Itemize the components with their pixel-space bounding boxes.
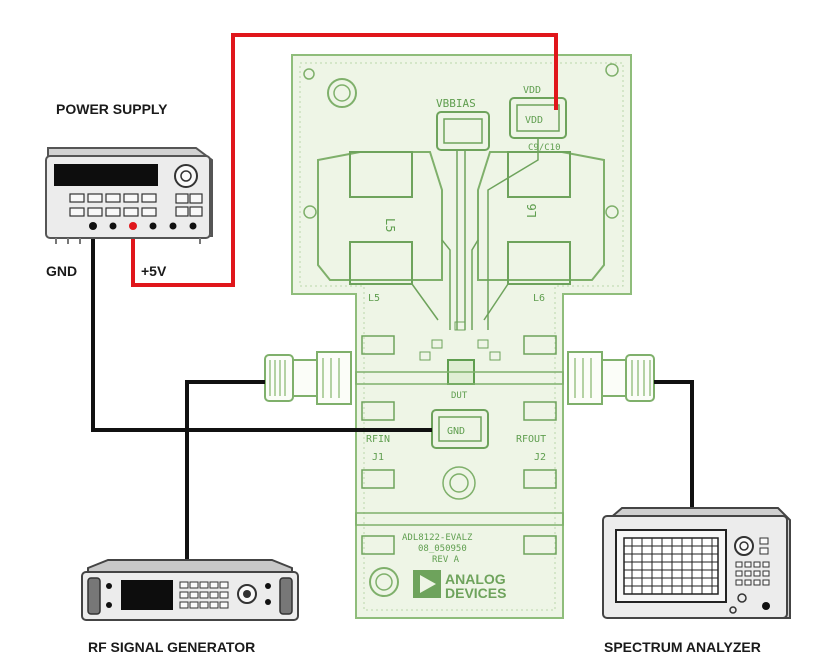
sma-connector-rfout bbox=[567, 351, 655, 405]
wiring bbox=[91, 33, 694, 578]
mounting-hole-bottom-left bbox=[369, 567, 399, 597]
mounting-hole-top-right bbox=[605, 63, 619, 77]
board-number: 08_050950 bbox=[418, 544, 467, 554]
vdd-supply-wire bbox=[131, 33, 558, 287]
rf-signal-generator-label: RF SIGNAL GENERATOR bbox=[88, 639, 255, 655]
bias-traces bbox=[411, 138, 539, 330]
power-supply-terminals[interactable] bbox=[89, 222, 197, 230]
right-test-pads bbox=[523, 335, 557, 555]
spectrum-analyzer-knob[interactable] bbox=[734, 536, 754, 556]
rfin-label: RFIN bbox=[366, 434, 390, 445]
spectrum-analyzer-label: SPECTRUM ANALYZER bbox=[604, 639, 761, 655]
spectrum-analyzer-screen bbox=[615, 529, 727, 603]
pcb-outline bbox=[291, 54, 632, 619]
spectrum-analyzer-input-port[interactable] bbox=[762, 602, 770, 610]
inductor-right-label: L6 bbox=[533, 293, 545, 304]
dut-label: DUT bbox=[451, 391, 468, 401]
brand-line-1: ANALOG bbox=[445, 571, 506, 587]
spectrum-analyzer-instrument[interactable] bbox=[602, 507, 791, 619]
gnd-pad-label: GND bbox=[447, 426, 465, 437]
rf-stripline bbox=[355, 371, 564, 385]
vdd-top-label: VDD bbox=[523, 85, 541, 96]
sma-connector-rfin bbox=[264, 351, 352, 405]
rf-generator-keypad[interactable] bbox=[179, 581, 229, 609]
evaluation-board: VBBIAS VDD VDD C9/C10 L5 L5 L6 L6 bbox=[264, 54, 655, 619]
mounting-hole-top-left bbox=[327, 78, 357, 108]
spectrum-analyzer-keys[interactable] bbox=[735, 537, 770, 586]
rf-generator-display bbox=[121, 580, 173, 610]
rf-input-cable bbox=[185, 380, 265, 578]
left-test-pads bbox=[361, 335, 395, 555]
inductor-right-footprint bbox=[477, 151, 619, 285]
dut-area bbox=[419, 321, 501, 385]
ground-wire bbox=[91, 226, 432, 432]
mounting-hole-center bbox=[442, 466, 476, 500]
inductor-left-footprint bbox=[303, 151, 443, 285]
rfout-label: RFOUT bbox=[516, 434, 546, 445]
vdd-inner-label: VDD bbox=[525, 115, 543, 126]
board-id: ADL8122-EVALZ bbox=[402, 533, 473, 543]
inductor-left-label: L5 bbox=[368, 293, 380, 304]
j1-label: J1 bbox=[372, 452, 384, 463]
rf-generator-knob[interactable] bbox=[237, 584, 257, 604]
rf-output-cable bbox=[654, 380, 694, 515]
plus5v-label: +5V bbox=[141, 263, 167, 279]
mounting-hole-top-left-small bbox=[303, 68, 315, 80]
analog-devices-logo: ANALOG DEVICES bbox=[413, 570, 506, 601]
j2-label: J2 bbox=[534, 452, 546, 463]
gnd-label: GND bbox=[46, 263, 77, 279]
c9-label: C9/C10 bbox=[528, 143, 561, 153]
rf-signal-generator-instrument[interactable] bbox=[81, 559, 299, 621]
power-supply-buttons[interactable] bbox=[69, 193, 203, 217]
brand-line-2: DEVICES bbox=[445, 585, 506, 601]
vbias-pad bbox=[436, 111, 490, 151]
inductor-left-designator: L5 bbox=[383, 218, 397, 232]
power-supply-display bbox=[54, 164, 158, 186]
calibration-line bbox=[355, 512, 564, 526]
inductor-right-designator: L6 bbox=[525, 204, 539, 218]
power-supply-label: POWER SUPPLY bbox=[56, 101, 168, 117]
power-supply-knob[interactable] bbox=[174, 164, 198, 188]
board-revision: REV A bbox=[432, 555, 460, 565]
vbias-label: VBBIAS bbox=[436, 97, 476, 110]
power-supply-instrument[interactable] bbox=[45, 147, 213, 244]
